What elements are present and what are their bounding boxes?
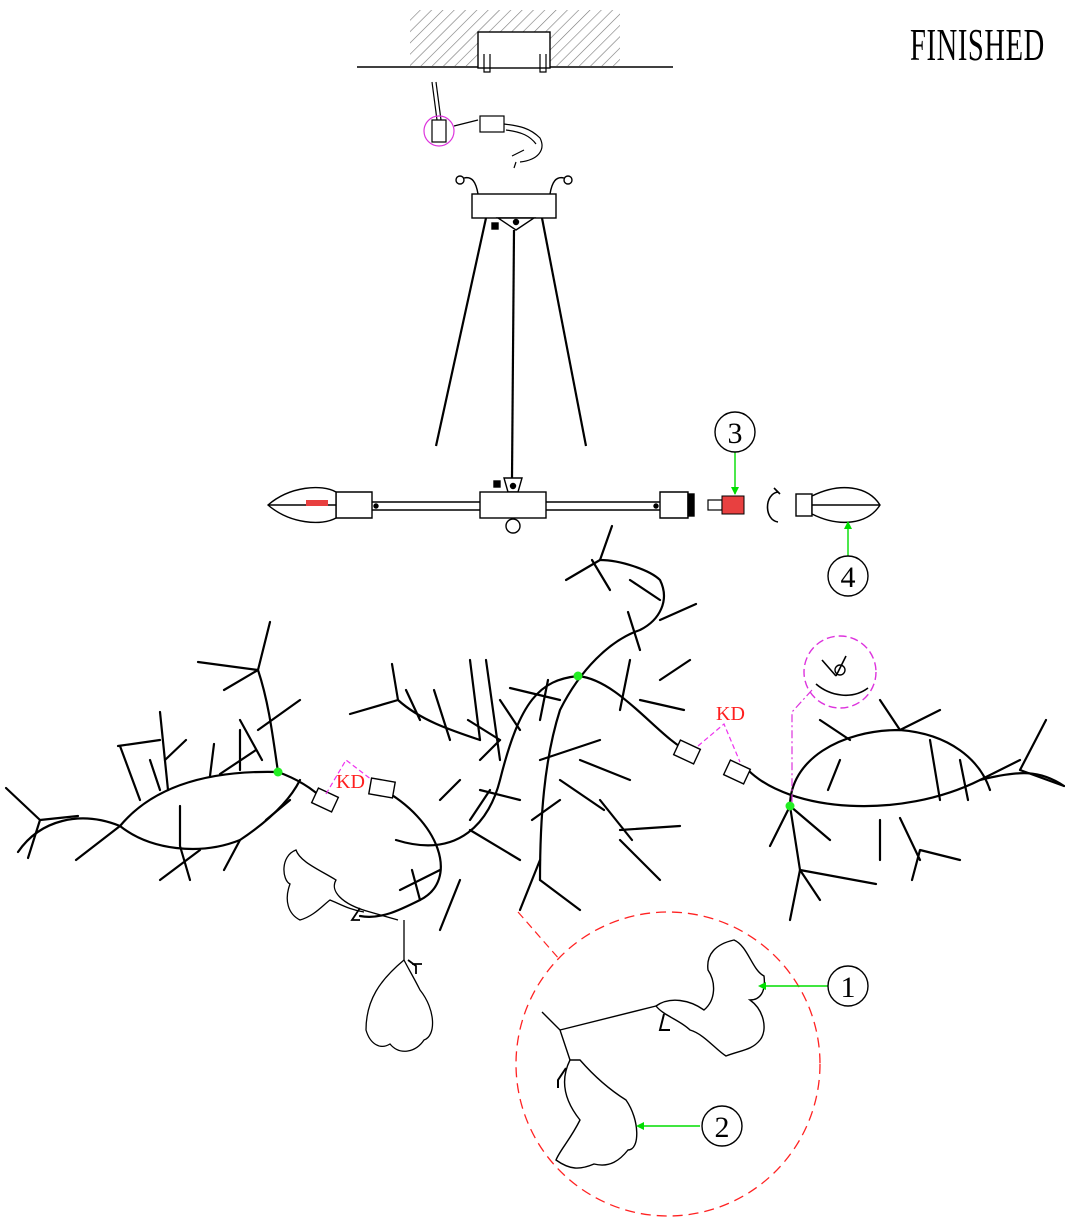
central-hub <box>335 477 695 534</box>
leaf-detail-view <box>515 911 828 1217</box>
ceiling <box>357 10 673 73</box>
joint-dot <box>273 767 283 777</box>
callout-1-label: 1 <box>841 971 856 1004</box>
canopy <box>455 175 573 231</box>
retaining-clip <box>766 487 781 523</box>
drawing-title: FINISHED <box>910 19 1045 70</box>
kd-label: KD <box>716 703 745 725</box>
kd-label: KD <box>336 771 365 793</box>
kd-left: KD <box>325 759 373 795</box>
callout-4-label: 4 <box>841 561 856 594</box>
callout-2-label: 2 <box>715 1111 730 1144</box>
branch-right <box>722 698 1065 922</box>
callout-1: 1 <box>827 965 869 1007</box>
branch-center <box>348 524 702 932</box>
bulb-socket-connector <box>707 452 745 515</box>
suspension-rods <box>434 217 588 479</box>
joint-dot <box>573 671 583 681</box>
right-candle-bulb <box>795 486 881 556</box>
clip-detail <box>791 635 877 804</box>
hanging-leaves <box>283 849 434 1052</box>
callout-4: 4 <box>827 555 869 597</box>
callout-3-label: 3 <box>728 417 743 450</box>
branch-left <box>4 620 340 882</box>
left-candle-bulb <box>266 486 337 524</box>
kd-right: KD <box>697 703 745 763</box>
joint-dot <box>785 801 795 811</box>
callout-3: 3 <box>714 411 756 453</box>
callout-2: 2 <box>701 1105 743 1147</box>
wiring-connector <box>423 81 543 169</box>
